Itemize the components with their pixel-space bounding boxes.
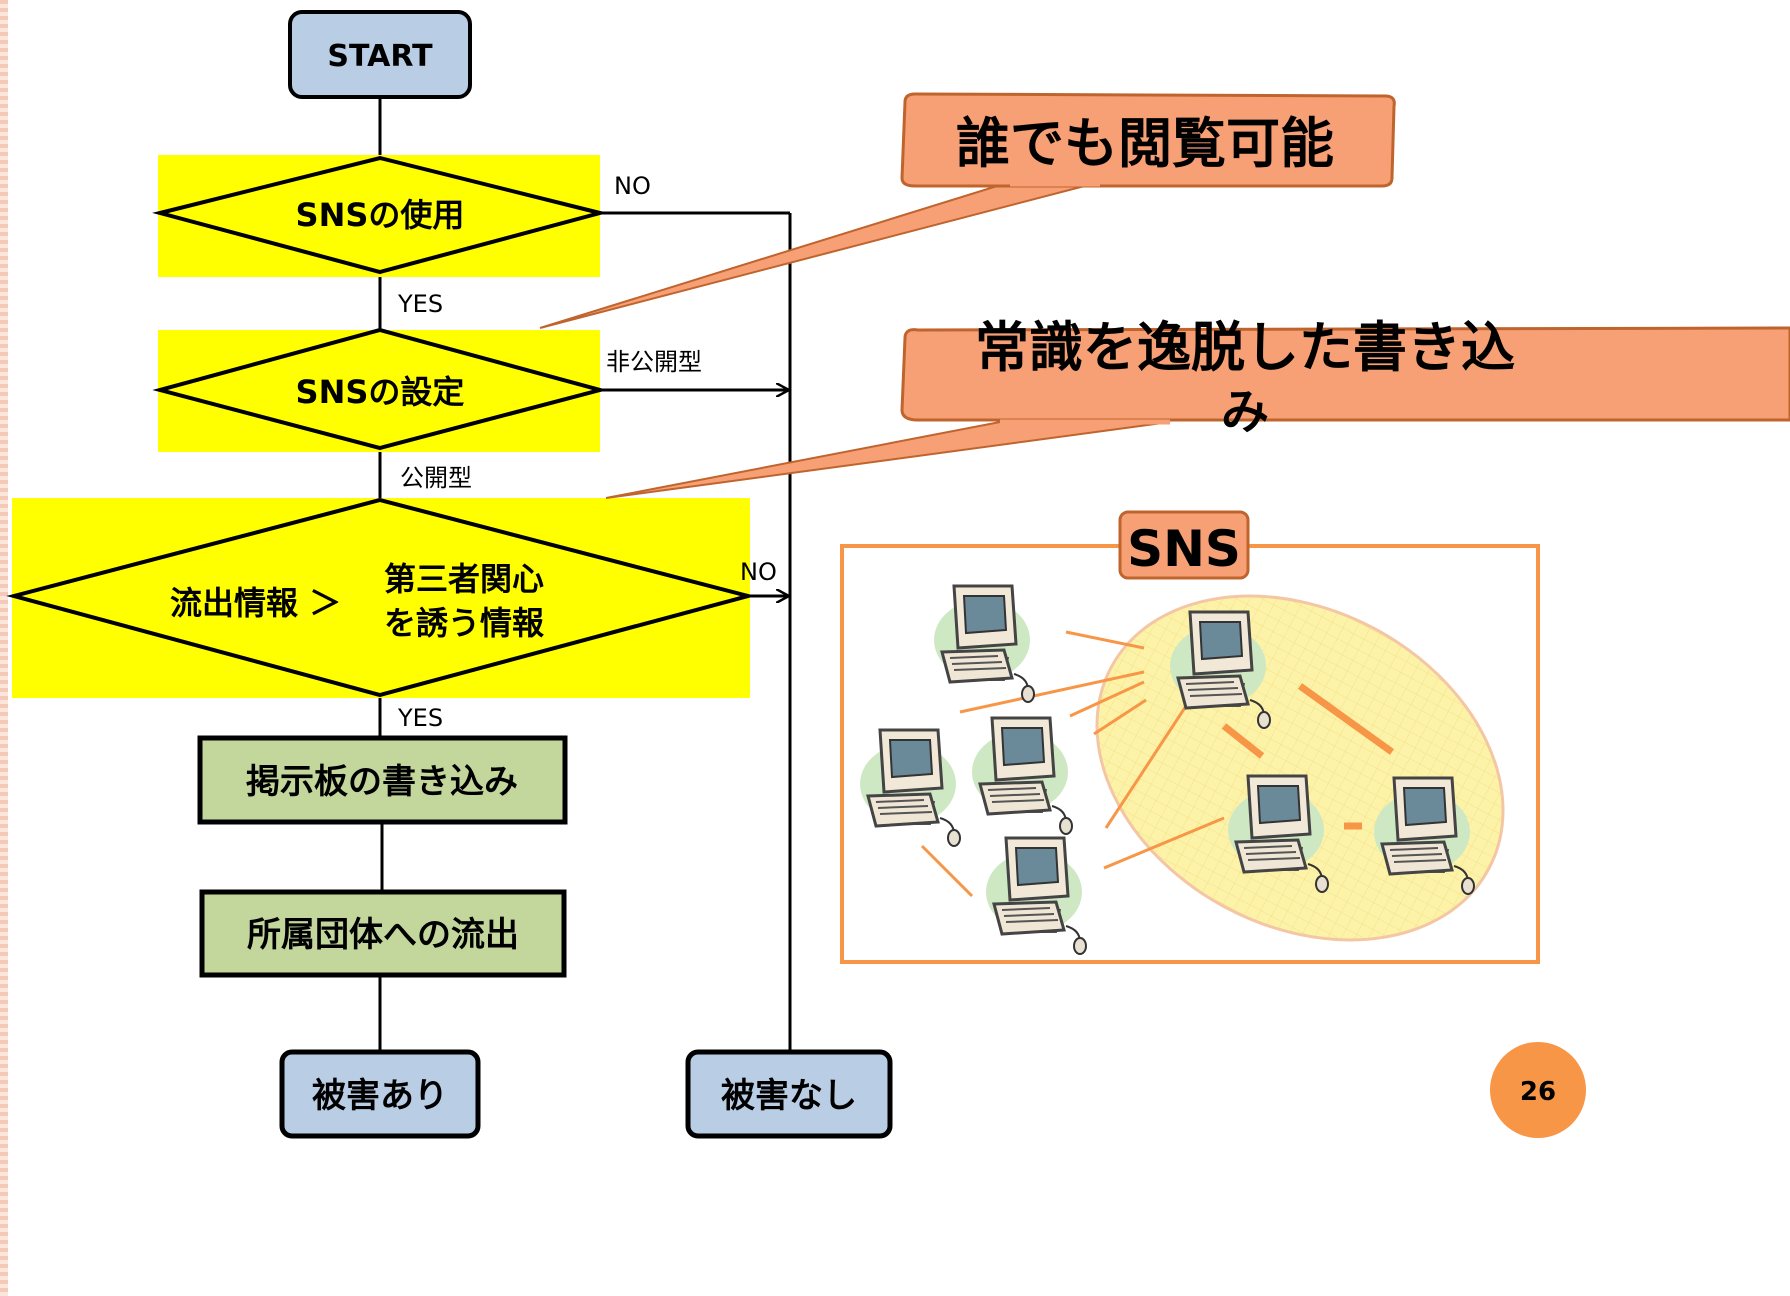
end-damage-yes-label: 被害あり [312, 1076, 448, 1116]
decision-sns-usage-label: SNSの使用 [296, 196, 465, 234]
callout-inappropriate-post-text-2: み [1221, 384, 1269, 440]
start-terminal: START [288, 10, 472, 99]
sns-title: SNS [1127, 520, 1241, 578]
label-private: 非公開型 [606, 348, 702, 376]
start-label: START [327, 39, 433, 74]
decision-info-leak-right-2: を誘う情報 [384, 604, 544, 642]
page-number: 26 [1520, 1077, 1556, 1107]
label-public: 公開型 [400, 464, 472, 492]
process-org-leak: 所属団体への流出 [199, 889, 567, 978]
decision-info-leak-right-1: 第三者関心 [384, 560, 544, 598]
decision-info-leak: 流出情報 ＞ 第三者関心 を誘う情報 [6, 497, 756, 698]
sns-title-box [1118, 510, 1250, 580]
decision-sns-usage: SNSの使用 [152, 155, 608, 275]
decision-sns-setting-label: SNSの設定 [296, 373, 465, 411]
callout-public-view: 誰でも閲覧可能 [539, 92, 1396, 329]
end-damage-yes: 被害あり [279, 1049, 481, 1139]
process-board-post: 掲示板の書き込み [197, 735, 568, 825]
end-damage-no-label: 被害なし [721, 1076, 857, 1116]
page-number-badge: 26 [1490, 1042, 1586, 1138]
label-no-3: NO [740, 558, 777, 586]
end-damage-no: 被害なし [685, 1049, 893, 1139]
label-yes-1: YES [397, 290, 443, 318]
flow-connectors [378, 98, 792, 1052]
process-board-post-label: 掲示板の書き込み [246, 762, 518, 802]
sns-illustration: SNS [840, 510, 1540, 964]
callout-inappropriate-post: 常識を逸脱した書き込 み [605, 316, 1790, 499]
decision-info-leak-left: 流出情報 ＞ [170, 584, 341, 622]
label-no-1: NO [614, 172, 651, 200]
callout-public-view-text: 誰でも閲覧可能 [956, 112, 1334, 175]
slide-left-border [0, 0, 8, 1296]
label-yes-3: YES [397, 704, 443, 732]
process-org-leak-label: 所属団体への流出 [247, 915, 519, 955]
decision-sns-setting: SNSの設定 [152, 327, 608, 451]
callout-inappropriate-post-text-1: 常識を逸脱した書き込 [975, 316, 1515, 379]
sns-connections [920, 630, 1395, 898]
